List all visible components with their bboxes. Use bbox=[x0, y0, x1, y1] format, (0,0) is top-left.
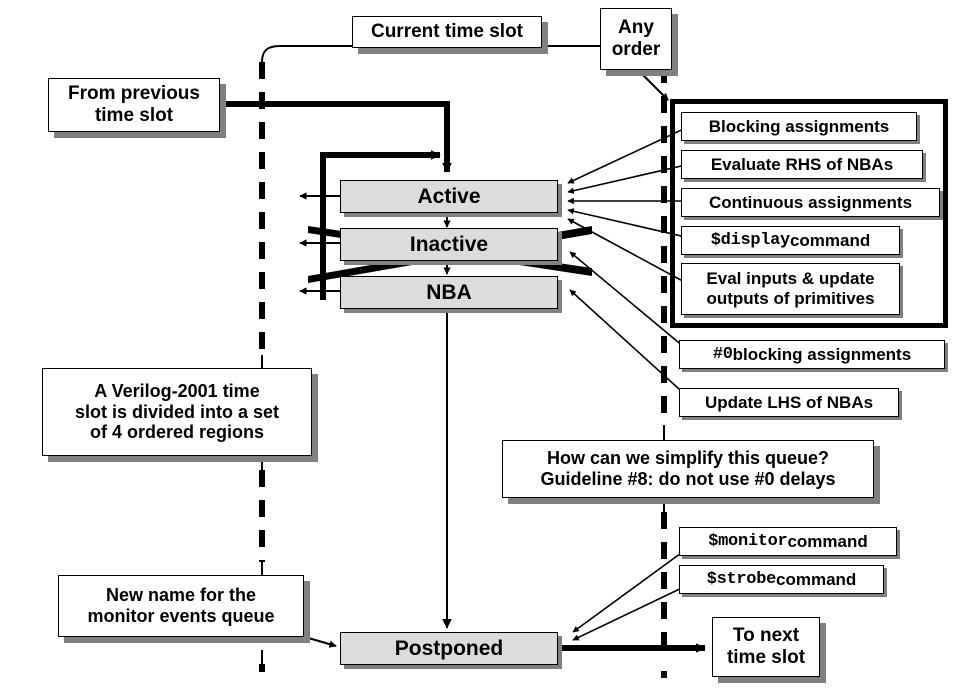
note-new-name-monitor-queue: New name for the monitor events queue bbox=[58, 575, 304, 637]
event-blocking-assignments[interactable]: Blocking assignments bbox=[681, 112, 917, 141]
event-display-command[interactable]: $display command bbox=[681, 226, 900, 255]
note-simplify-queue: How can we simplify this queue? Guidelin… bbox=[502, 440, 874, 498]
event-continuous-assignments[interactable]: Continuous assignments bbox=[681, 188, 940, 217]
display-keyword: $display bbox=[710, 230, 791, 250]
note-to-next-time-slot: To next time slot bbox=[712, 617, 820, 677]
eval-inputs-line2: outputs of primitives bbox=[706, 289, 875, 308]
strobe-keyword: $strobe bbox=[706, 569, 777, 589]
from-previous-path bbox=[222, 101, 452, 173]
note-verilog-time-slot: A Verilog-2001 time slot is divided into… bbox=[42, 368, 312, 456]
event-zero-blocking-assignments[interactable]: #0 blocking assignments bbox=[679, 340, 945, 369]
event-to-region-arrows bbox=[567, 125, 691, 400]
event-strobe-command[interactable]: $strobe command bbox=[679, 565, 884, 594]
note-from-previous-time-slot: From previous time slot bbox=[48, 78, 220, 132]
event-evaluate-rhs-of-nbas[interactable]: Evaluate RHS of NBAs bbox=[681, 150, 923, 179]
any-order-group-box bbox=[670, 99, 948, 328]
note-current-time-slot: Current time slot bbox=[352, 16, 542, 48]
event-update-lhs-of-nbas[interactable]: Update LHS of NBAs bbox=[679, 388, 899, 417]
event-monitor-command[interactable]: $monitor command bbox=[679, 527, 897, 556]
region-inactive[interactable]: Inactive bbox=[340, 228, 558, 261]
region-active[interactable]: Active bbox=[340, 180, 558, 213]
region-postponed[interactable]: Postponed bbox=[340, 632, 558, 665]
any-order-pointer bbox=[637, 69, 669, 101]
region-feedback-loop bbox=[320, 150, 441, 300]
note-leaders bbox=[261, 355, 665, 664]
region-nba[interactable]: NBA bbox=[340, 276, 558, 309]
region-return-arrows bbox=[299, 192, 340, 295]
monitor-keyword: $monitor bbox=[708, 531, 788, 551]
eval-inputs-line1: Eval inputs & update bbox=[706, 269, 875, 289]
event-eval-inputs-update-outputs[interactable]: Eval inputs & update outputs of primitiv… bbox=[681, 263, 900, 315]
note-any-order: Any order bbox=[600, 8, 672, 70]
postponed-inputs bbox=[572, 547, 689, 641]
new-name-pointer bbox=[304, 636, 337, 648]
hash-zero-keyword: #0 bbox=[712, 344, 733, 364]
